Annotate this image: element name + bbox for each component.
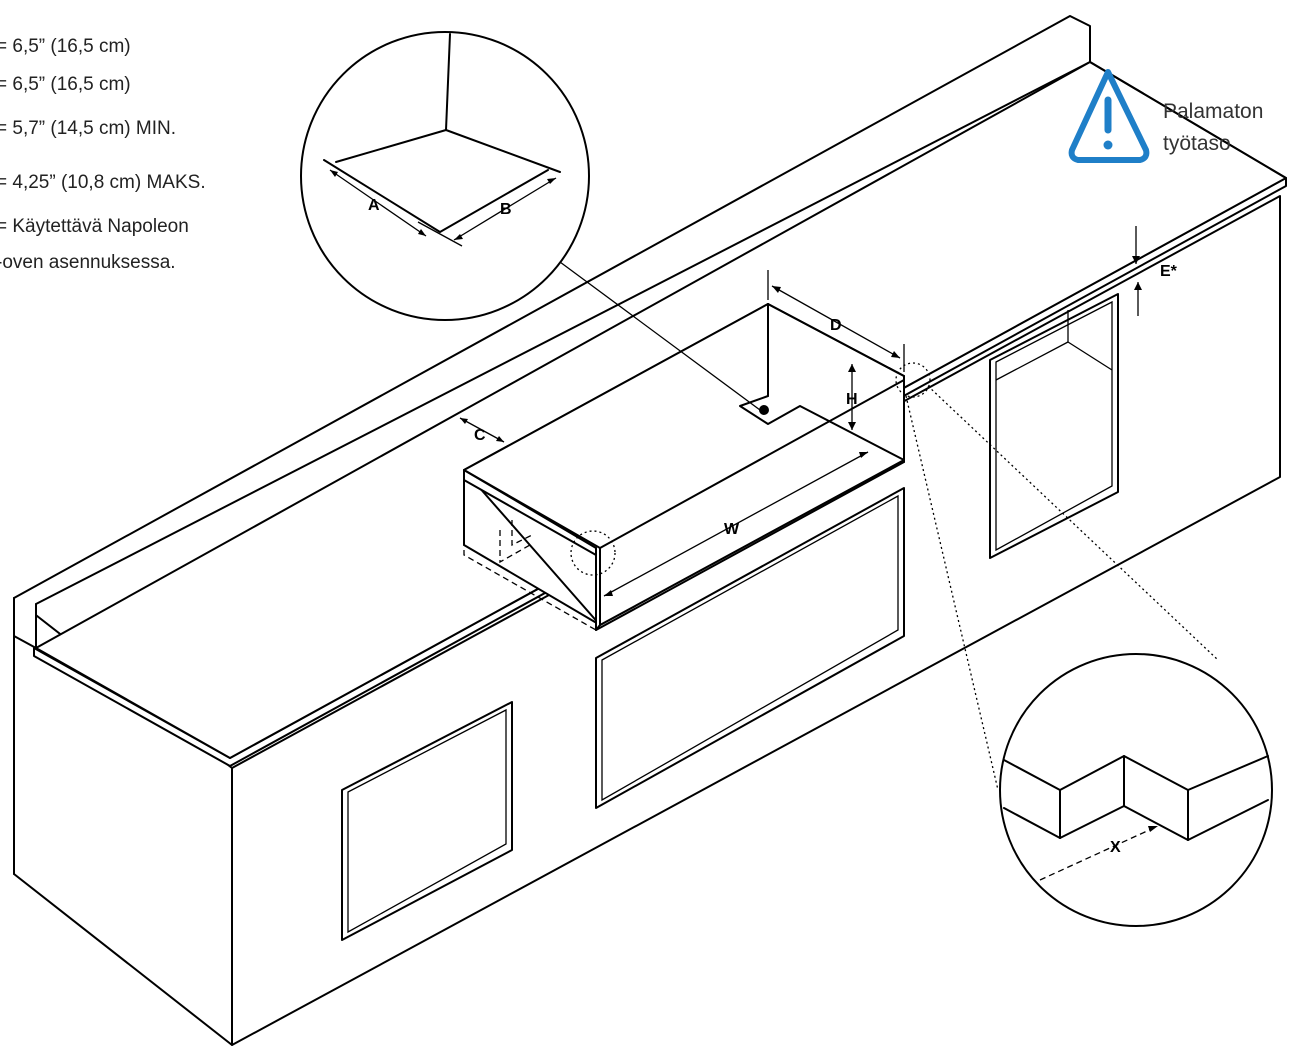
legend-line-a: = 6,5” (16,5 cm) (0, 36, 131, 57)
notch-detail-marker (895, 362, 931, 398)
text-labels: = 6,5” (16,5 cm) = 6,5” (16,5 cm) = 5,7”… (0, 36, 1263, 856)
label-a: A (368, 197, 380, 214)
label-h: H (846, 391, 858, 408)
left-door-opening (341, 701, 513, 941)
label-x: X (1110, 839, 1121, 856)
backsplash (13, 15, 1091, 649)
label-d: D (830, 317, 842, 334)
legend-line-e2: -oven asennuksessa. (0, 252, 176, 273)
gas-line-hole (759, 405, 769, 415)
grill-cutout (463, 303, 905, 631)
warning-line-2: työtaso (1163, 132, 1231, 155)
dimensions (459, 226, 1219, 791)
label-e: E* (1160, 263, 1178, 280)
front-openings (341, 293, 1119, 941)
legend-line-d: = 4,25” (10,8 cm) MAKS. (0, 172, 206, 193)
legend-line-c: = 5,7” (14,5 cm) MIN. (0, 118, 176, 139)
front-notch-marker (570, 530, 616, 576)
warning-triangle-icon (1068, 69, 1150, 163)
legend-line-e1: = Käytettävä Napoleon (0, 216, 189, 237)
label-c: C (474, 427, 486, 444)
label-b: B (500, 201, 512, 218)
lower-center-opening (595, 487, 905, 809)
detail-x (999, 653, 1273, 927)
right-door-opening (989, 293, 1119, 559)
label-w: W (724, 521, 740, 538)
warning-line-1: Palamaton (1163, 100, 1263, 123)
legend-line-b: = 6,5” (16,5 cm) (0, 74, 131, 95)
detail-ab (300, 31, 590, 321)
